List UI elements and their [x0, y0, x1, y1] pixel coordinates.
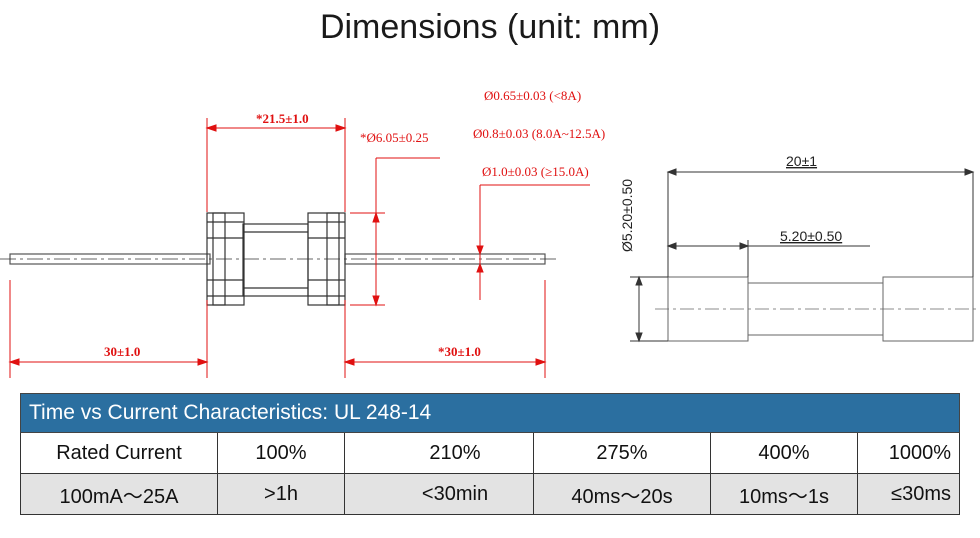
table-cell: 40ms～20s — [533, 473, 711, 515]
lead-diameter-label-3: Ø1.0±0.03 (≥15.0A) — [482, 164, 589, 179]
body-length-label: *21.5±1.0 — [256, 111, 309, 126]
table-cell: 100mA～25A — [20, 473, 218, 515]
cap-diameter-label: *Ø6.05±0.25 — [360, 130, 429, 145]
table-cell: <30min — [344, 473, 534, 515]
page-title: Dimensions (unit: mm) — [319, 8, 661, 46]
lead-diameter-label-2: Ø0.8±0.03 (8.0A~12.5A) — [473, 126, 605, 141]
lead-diameter-label-1: Ø0.65±0.03 (<8A) — [484, 88, 581, 103]
axial-fuse-drawing — [0, 212, 560, 306]
fuse-body — [242, 223, 309, 297]
header-cell: 1000% — [857, 432, 960, 474]
table-cell: ≤30ms — [857, 473, 960, 515]
table-row: 100mA～25A >1h <30min 40ms～20s 10ms～1s ≤3… — [20, 473, 960, 515]
cartridge-fuse-drawing — [655, 276, 980, 342]
table-cell: >1h — [217, 473, 345, 515]
time-current-table: Time vs Current Characteristics: UL 248-… — [20, 393, 960, 515]
table-header-row: Rated Current 100% 210% 275% 400% 1000% — [20, 432, 960, 474]
dimension-drawing: *21.5±1.0 *Ø6.05±0.25 Ø0.65±0.03 (<8A) Ø… — [0, 88, 980, 378]
header-cell: 400% — [710, 432, 858, 474]
table-caption: Time vs Current Characteristics: UL 248-… — [20, 393, 960, 433]
diameter-label: Ø5.20±0.50 — [619, 179, 635, 252]
left-dimensions — [8, 118, 590, 378]
cap-length-label: 5.20±0.50 — [780, 228, 842, 244]
right-dimensions — [630, 168, 975, 343]
header-cell: Rated Current — [20, 432, 218, 474]
header-cell: 275% — [533, 432, 711, 474]
overall-length-label: 20±1 — [786, 153, 817, 169]
left-lead-length-label: 30±1.0 — [104, 344, 140, 359]
table-cell: 10ms～1s — [710, 473, 858, 515]
right-lead-length-label: *30±1.0 — [438, 344, 481, 359]
header-cell: 100% — [217, 432, 345, 474]
header-cell: 210% — [344, 432, 534, 474]
